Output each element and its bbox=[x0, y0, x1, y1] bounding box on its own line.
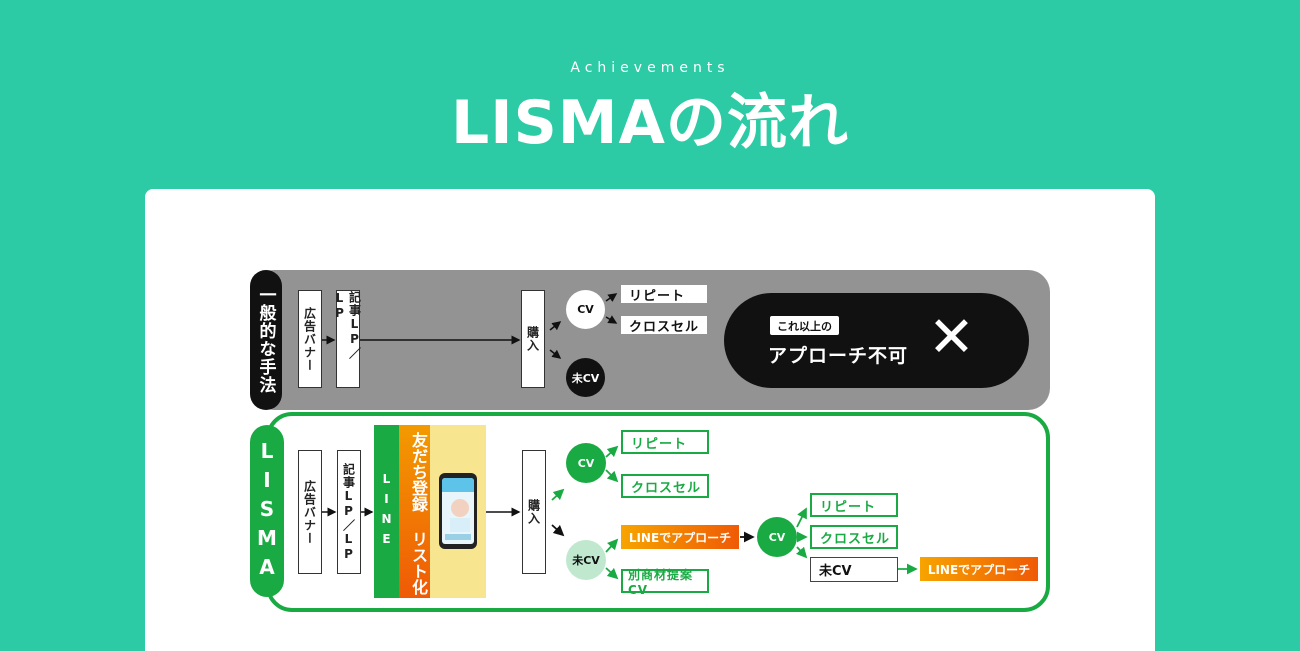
cross-icon: ✕ bbox=[928, 305, 975, 370]
second-cv-circle: CV bbox=[757, 517, 797, 557]
arrow-lisma-repeat2 bbox=[796, 507, 807, 528]
lisma-tab: LISMA bbox=[250, 425, 284, 597]
arrow-lisma-cross bbox=[605, 469, 619, 483]
lisma-purchase-box: 購入 bbox=[522, 450, 546, 574]
lisma-cv-circle: CV bbox=[566, 443, 606, 483]
second-not-cv-label: 未CV bbox=[810, 557, 898, 582]
purchase-box: 購入 bbox=[521, 290, 545, 388]
lisma-article-lp-box: 記事LP／LP bbox=[337, 450, 361, 574]
arrow-lisma-repeat bbox=[605, 445, 619, 458]
lisma-ad-banner-box: 広告バナー bbox=[298, 450, 322, 574]
ad-banner-box: 広告バナー bbox=[298, 290, 322, 388]
lisma-not-cv-circle: 未CV bbox=[566, 540, 606, 580]
friend-list-column: 友だち登録 リスト化 bbox=[399, 425, 430, 598]
general-method-tab: 一般的な手法 bbox=[250, 270, 282, 410]
lisma-cross-sell-label: クロスセル bbox=[621, 474, 709, 498]
arrow-lisma-alt bbox=[605, 567, 619, 580]
phone-screen bbox=[442, 478, 474, 544]
page-title: LISMAの流れ bbox=[451, 88, 849, 158]
line-column: LINE bbox=[374, 425, 399, 598]
arrow-general-cross bbox=[605, 315, 618, 324]
no-more-label: これ以上の bbox=[770, 316, 839, 335]
eyebrow: Achievements bbox=[570, 60, 730, 76]
approach-impossible-label: アプローチ不可 bbox=[768, 345, 909, 367]
second-cross-sell-label: クロスセル bbox=[810, 525, 898, 549]
arrow-general-cv bbox=[549, 321, 562, 331]
line-approach-tag: LINEでアプローチ bbox=[621, 525, 739, 549]
article-lp-box: 記事LP／LP bbox=[333, 290, 362, 388]
cross-sell-label: クロスセル bbox=[621, 316, 707, 335]
arrow-general-repeat bbox=[605, 293, 618, 302]
second-repeat-label: リピート bbox=[810, 493, 898, 517]
not-cv-circle: 未CV bbox=[566, 358, 605, 397]
arrow-lisma-line bbox=[605, 538, 619, 553]
second-line-approach-tag: LINEでアプローチ bbox=[920, 557, 1038, 581]
arrow-general-notcv bbox=[549, 349, 562, 359]
lisma-repeat-label: リピート bbox=[621, 430, 709, 454]
approach-impossible-panel bbox=[724, 293, 1029, 388]
arrow-lisma-notcv bbox=[551, 524, 565, 537]
arrow-lisma-cv bbox=[551, 488, 565, 501]
repeat-label: リピート bbox=[621, 285, 707, 304]
cv-circle: CV bbox=[566, 290, 605, 329]
arrow-lisma-notcv2 bbox=[795, 546, 808, 559]
